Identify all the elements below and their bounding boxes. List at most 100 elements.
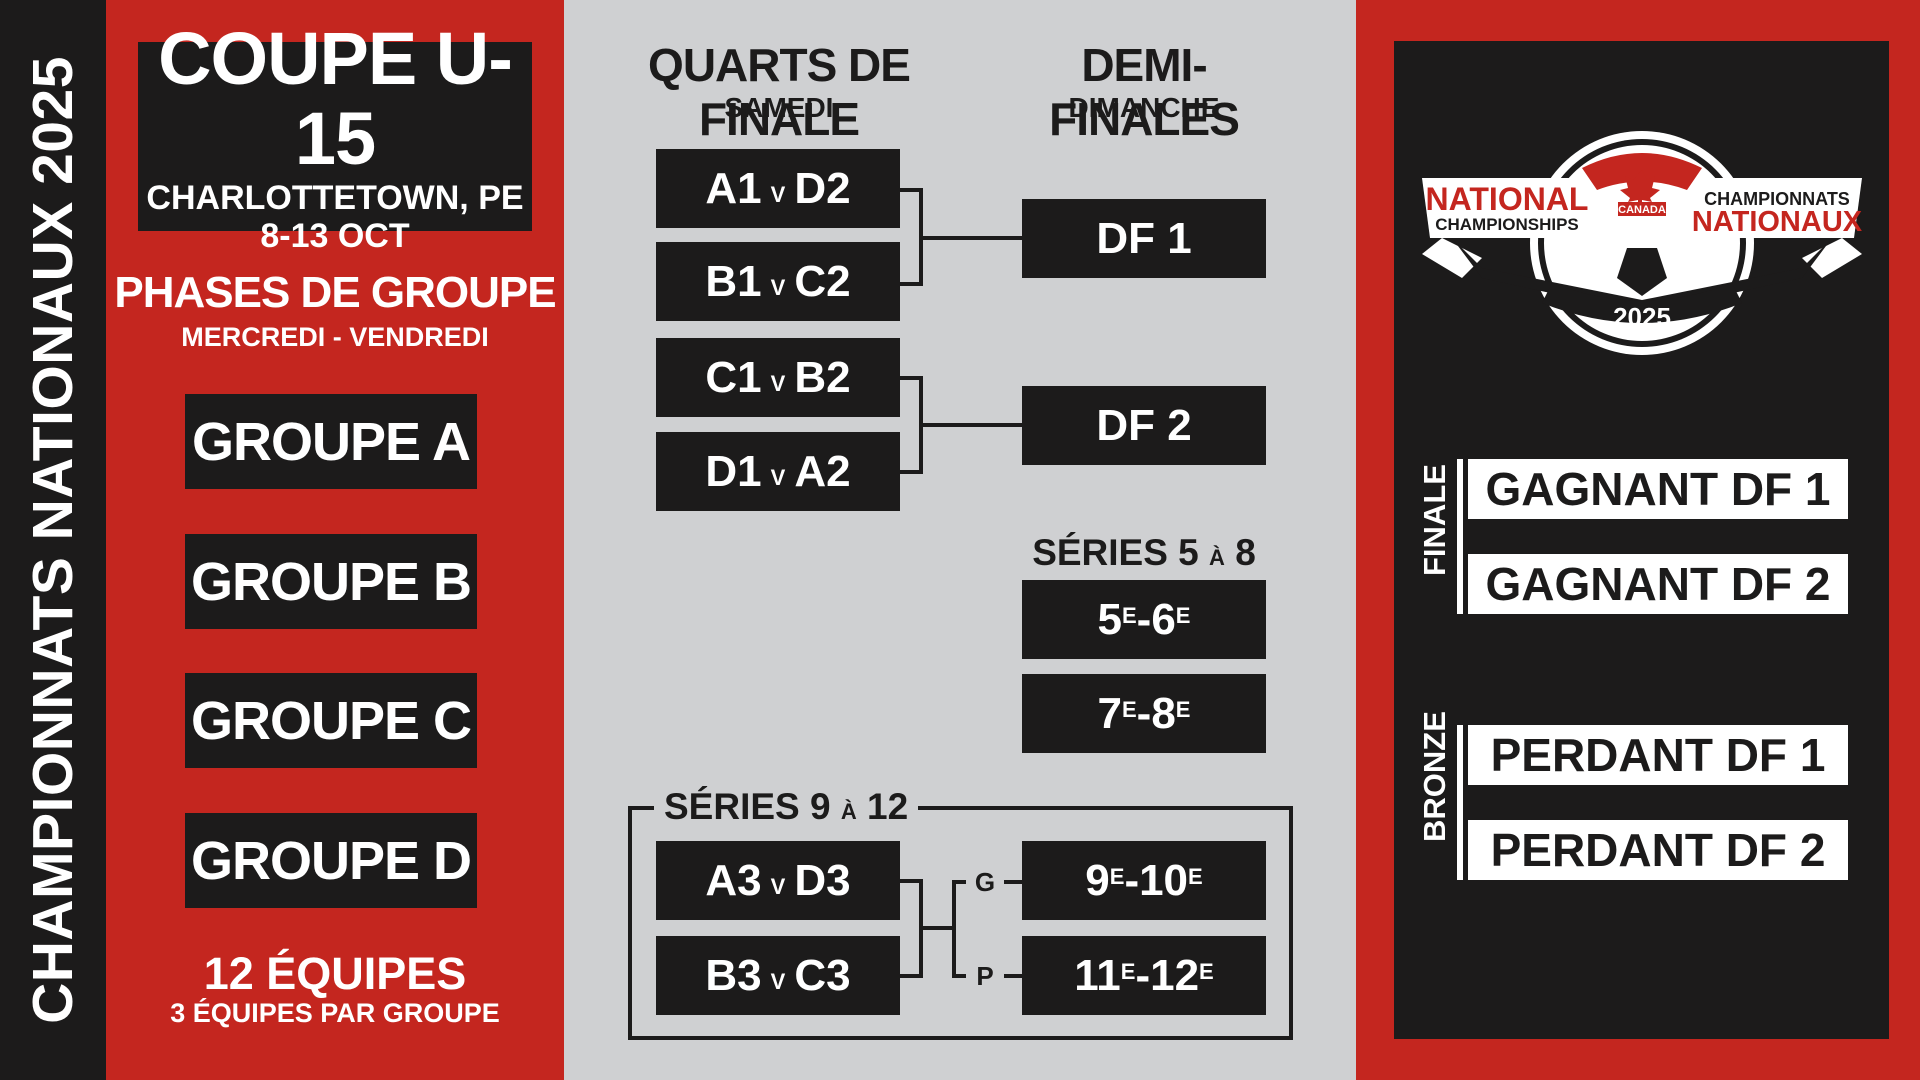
match-versus: V [770,370,786,396]
logo-year-band [1542,283,1742,323]
place-number: -6 [1136,594,1176,644]
logo-left-line2: CHAMPIONSHIPS [1435,215,1579,234]
bronze-label: BRONZE [1417,711,1452,842]
connector-line [900,376,922,380]
match-away: A2 [794,446,851,496]
winner-label: G [974,866,996,897]
place-number: -10 [1124,855,1189,905]
connector-line [952,880,956,978]
series-title-part: 12 [867,786,909,827]
place-suffix: E [1188,863,1203,889]
place-suffix: E [1175,696,1191,722]
logo-country: CANADA [1618,204,1666,216]
connector-line [1004,974,1022,978]
logo-ribbon-right [1802,238,1862,278]
place-suffix: E [1120,958,1136,984]
final-bracket-bar [1457,459,1463,614]
place-suffix: E [1109,863,1125,889]
side-title: CHAMPIONNATS NATIONAUX 2025 [21,56,85,1024]
match-home: D1 [705,446,762,496]
place-number: -12 [1135,950,1200,1000]
semis-day: DIMANCHE [1068,92,1220,123]
place-suffix: E [1175,602,1191,628]
place-number: -8 [1136,688,1176,738]
series-title-a: À [1209,545,1225,570]
match-away: D3 [794,855,851,905]
connector-line [919,236,1022,240]
series-9-12-frame [628,806,1293,1040]
group-phase-title: PHASES DE GROUPE [114,268,556,317]
logo-left-line1: NATIONAL [1426,181,1589,217]
connector-line [1004,880,1022,884]
side-stripe [0,0,106,1080]
place-number: 11 [1074,950,1121,1000]
place-number: 9 [1085,855,1110,905]
connector-line [952,880,966,884]
match-versus: V [770,968,786,994]
cup-title-box: COUPE U-15 CHARLOTTETOWN, PE 8-13 OCT [138,18,532,255]
logo-year: 2025 [1613,302,1671,332]
bronze-slot-2: PERDANT DF 2 [1468,820,1848,880]
connector-line [900,974,922,978]
place-suffix: E [1121,696,1137,722]
teams-per-group: 3 ÉQUIPES PAR GROUPE [170,998,500,1028]
cup-city: CHARLOTTETOWN, PE [146,178,524,217]
connector-line [919,926,954,930]
bronze-bracket-bar [1457,725,1463,880]
logo-right-line2: NATIONAUX [1692,206,1862,238]
logo-banner-left [1422,178,1587,238]
bronze-slot-1: PERDANT DF 1 [1468,725,1848,785]
match-versus: V [770,873,786,899]
quarters-day: SAMEDI [724,92,834,123]
connector-line [900,282,922,286]
championship-logo: CANADA NATIONAL CHAMPIONSHIPS CHAMPIONNA… [1422,131,1862,355]
match-versus: V [770,181,786,207]
cup-dates: 8-13 OCT [260,216,410,255]
maple-leaf-icon [1620,170,1660,210]
final-slot-2: GAGNANT DF 2 [1468,554,1848,614]
match-home: B1 [705,256,762,306]
place-number: 7 [1097,688,1122,738]
quarter-match-2: B1 V C2 [656,242,900,321]
quarter-match-3: C1 V B2 [656,338,900,417]
group-a-box: GROUPE A [185,394,477,489]
match-home: A1 [705,163,762,213]
logo-right-line1: CHAMPIONNATS [1704,189,1850,209]
connector-line [900,879,922,883]
match-home: C1 [705,352,762,402]
match-away: C3 [794,950,851,1000]
logo-ball-pentagon [1617,248,1667,296]
match-away: C2 [794,256,851,306]
connector-line [900,470,922,474]
series-title-part: SÉRIES 5 [1032,532,1199,573]
semi-final-1: DF 1 [1022,199,1266,278]
series-title-a: À [840,799,857,824]
series-title-part: SÉRIES 9 [664,786,831,827]
match-versus: V [770,274,786,300]
connector-line [900,188,922,192]
loser-label: P [976,960,994,991]
semis-title: DEMI-FINALES [1049,39,1240,145]
quarter-match-4: D1 V A2 [656,432,900,511]
logo-ribbon-left [1422,238,1482,278]
match-versus: V [770,464,786,490]
group-d-box: GROUPE D [185,813,477,908]
cup-title: COUPE U-15 [158,16,513,180]
logo-country-band [1618,202,1666,216]
final-label: FINALE [1417,464,1452,576]
series-5-8-title: SÉRIES 5 À 8 [1022,532,1266,574]
quarters-title: QUARTS DE FINALE [648,39,911,145]
match-away: B2 [794,352,851,402]
teams-count: 12 ÉQUIPES [203,948,467,999]
final-slot-1: GAGNANT DF 1 [1468,459,1848,519]
series-9-12-title: SÉRIES 9 À 12 [654,786,919,828]
connector-line [952,974,966,978]
series-title-part: 8 [1235,532,1256,573]
